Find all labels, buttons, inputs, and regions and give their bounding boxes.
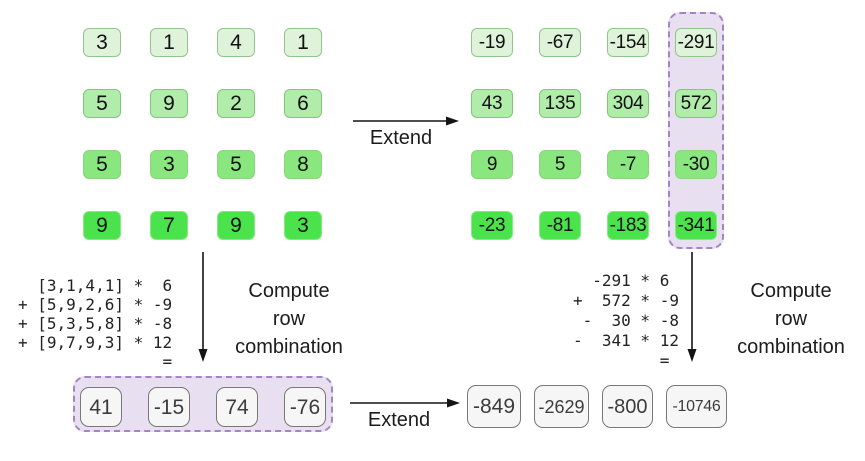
- compute-row-combination-label-right: Compute row combination: [737, 280, 845, 358]
- result-cell: -15: [148, 387, 190, 427]
- matrix-cell: -183: [607, 211, 649, 240]
- matrix-cell-highlighted: -291: [675, 28, 717, 57]
- computation-line: + 572 * -9: [573, 291, 679, 310]
- result-cell: -800: [602, 385, 653, 428]
- result-cell: -849: [467, 385, 521, 428]
- result-cell: 74: [216, 387, 258, 427]
- left-computation: [3,1,4,1] * 6 + [5,9,2,6] * -9 + [5,3,5,…: [18, 276, 172, 371]
- compute-row-combination-label-left: Compute row combination: [235, 280, 343, 358]
- matrix-cell: 5: [83, 89, 121, 118]
- matrix-cell: 43: [471, 89, 513, 118]
- matrix-cell: 3: [284, 211, 322, 240]
- matrix-cell-highlighted: -30: [675, 150, 717, 179]
- computation-line: + [5,3,5,8] * -8: [18, 314, 173, 333]
- matrix-cell: 5: [217, 150, 255, 179]
- result-row: 41 -15 74 -76: [80, 387, 326, 427]
- matrix-cell: -7: [607, 150, 649, 179]
- extend-label-bottom: Extend: [367, 409, 431, 431]
- computation-line: -291 * 6: [573, 271, 670, 290]
- left-matrix-row-2: 5 9 2 6: [83, 89, 322, 118]
- matrix-cell: 135: [539, 89, 581, 118]
- matrix-cell: 3: [83, 28, 121, 57]
- left-matrix-row-1: 3 1 4 1: [83, 28, 322, 57]
- matrix-cell: 7: [150, 211, 188, 240]
- matrix-cell: -81: [539, 211, 581, 240]
- computation-line: + [5,9,2,6] * -9: [18, 295, 173, 314]
- matrix-cell: 1: [150, 28, 188, 57]
- matrix-cell: -154: [607, 28, 649, 57]
- left-matrix-row-4: 9 7 9 3: [83, 211, 322, 240]
- matrix-cell: 9: [83, 211, 121, 240]
- matrix-cell: 6: [284, 89, 322, 118]
- matrix-cell: 9: [217, 211, 255, 240]
- matrix-cell: 8: [284, 150, 322, 179]
- computation-line: - 341 * 12: [573, 331, 679, 350]
- result-cell: -2629: [534, 385, 589, 428]
- extend-arrow-bottom: [350, 398, 460, 408]
- matrix-cell: 1: [284, 28, 322, 57]
- matrix-cell: 5: [83, 150, 121, 179]
- computation-line: [3,1,4,1] * 6: [18, 276, 173, 295]
- computation-line: =: [573, 351, 670, 370]
- right-computation: -291 * 6 + 572 * -9 - 30 * -8 - 341 * 12…: [573, 271, 679, 371]
- right-matrix-row-4: -23 -81 -183 -341: [471, 211, 717, 240]
- right-matrix-row-2: 43 135 304 572: [471, 89, 717, 118]
- result-cell: -10746: [666, 385, 727, 428]
- matrix-cell-highlighted: -341: [675, 211, 717, 240]
- matrix-cell: -67: [539, 28, 581, 57]
- matrix-cell: 304: [607, 89, 649, 118]
- matrix-cell: -19: [471, 28, 513, 57]
- computation-line: + [9,7,9,3] * 12: [18, 333, 173, 352]
- compute-arrow-right: [687, 252, 697, 362]
- computation-line: =: [18, 352, 173, 371]
- matrix-cell: 9: [471, 150, 513, 179]
- right-matrix-row-1: -19 -67 -154 -291: [471, 28, 717, 57]
- extend-arrow-top: [353, 116, 459, 126]
- compute-arrow-left: [198, 252, 208, 362]
- left-matrix-row-3: 5 3 5 8: [83, 150, 322, 179]
- matrix-cell: 3: [150, 150, 188, 179]
- result-cell: -76: [284, 387, 326, 427]
- matrix-cell-highlighted: 572: [675, 89, 717, 118]
- matrix-cell: 4: [217, 28, 255, 57]
- matrix-cell: 9: [150, 89, 188, 118]
- matrix-cell: 5: [539, 150, 581, 179]
- result-cell: 41: [80, 387, 122, 427]
- matrix-cell: -23: [471, 211, 513, 240]
- matrix-cell: 2: [217, 89, 255, 118]
- computation-line: - 30 * -8: [573, 311, 679, 330]
- extend-label-top: Extend: [369, 127, 433, 149]
- right-matrix-row-3: 9 5 -7 -30: [471, 150, 717, 179]
- extended-result-row: -849 -2629 -800 -10746: [467, 385, 727, 428]
